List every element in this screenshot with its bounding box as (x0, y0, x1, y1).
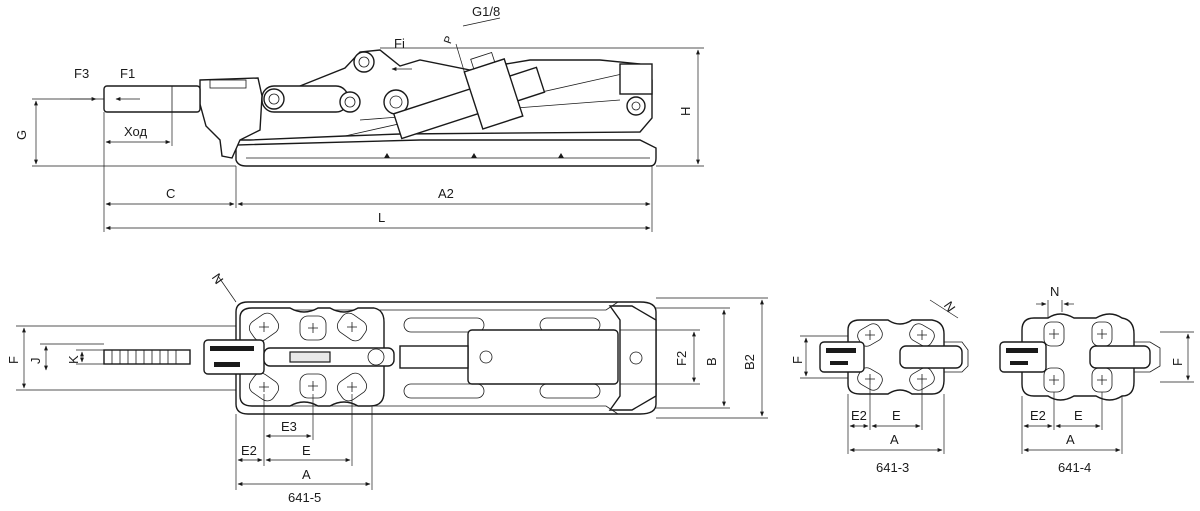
label-f-top: F (6, 356, 21, 364)
label-p: P (442, 34, 456, 45)
label-fi: Fi (394, 36, 405, 51)
label-a2: A2 (438, 186, 454, 201)
label-g18: G1/8 (472, 4, 500, 19)
label-f-3: F (790, 356, 805, 364)
model-641-5: 641-5 (288, 490, 321, 505)
label-hod: Ход (124, 124, 147, 139)
label-c: C (166, 186, 175, 201)
top-view-641-5: N F J K F2 B B2 E3 E (6, 270, 768, 505)
top-cylinder (467, 329, 619, 385)
label-a-top: A (302, 467, 311, 482)
label-e-4: E (1074, 408, 1083, 423)
label-b: B (704, 357, 719, 366)
label-e2-top: E2 (241, 443, 257, 458)
side-view: F3 F1 Fi G1/8 P G H Ход C A2 L (14, 4, 704, 232)
model-641-3: 641-3 (876, 460, 909, 475)
label-e3: E3 (281, 419, 297, 434)
brand-plate (203, 339, 265, 375)
label-e-top: E (302, 443, 311, 458)
view-641-3: N F E2 E A 641-3 (790, 298, 969, 475)
label-e-3: E (892, 408, 901, 423)
label-e2-3: E2 (851, 408, 867, 423)
label-e2-4: E2 (1030, 408, 1046, 423)
label-k: K (66, 355, 81, 364)
label-f1: F1 (120, 66, 135, 81)
housing-641-4 (1021, 313, 1135, 401)
label-g: G (14, 130, 29, 140)
base-plate (235, 139, 657, 167)
label-j: J (28, 358, 43, 365)
label-f2: F2 (674, 351, 689, 366)
plunger-housing (199, 77, 263, 159)
label-n-3: N (941, 298, 959, 314)
view-641-4: N F E2 E A 641-4 (999, 284, 1194, 475)
label-l: L (378, 210, 385, 225)
model-641-4: 641-4 (1058, 460, 1091, 475)
mounting-holes (248, 312, 368, 402)
label-b2: B2 (742, 354, 757, 370)
label-n-4: N (1050, 284, 1059, 299)
label-h: H (678, 107, 693, 116)
label-f-4: F (1170, 358, 1185, 366)
housing-641-3 (847, 319, 945, 395)
label-f3: F3 (74, 66, 89, 81)
top-rod (103, 349, 191, 365)
label-a-3: A (890, 432, 899, 447)
label-a-4: A (1066, 432, 1075, 447)
